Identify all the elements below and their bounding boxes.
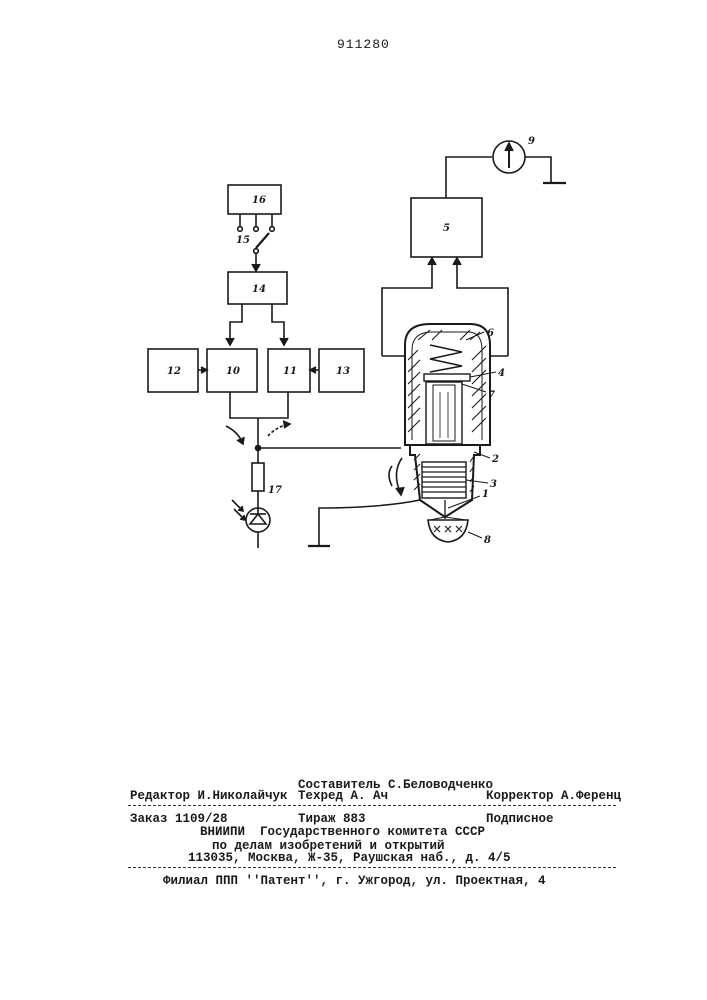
label-2: 2 — [491, 454, 499, 465]
org-line-1: ВНИИПИ Государственного комитета СССР — [200, 825, 485, 839]
label-14: 14 — [252, 284, 266, 295]
label-4: 4 — [498, 368, 505, 379]
corrector-line: Корректор А.Ференц — [486, 789, 621, 803]
label-10: 10 — [226, 366, 240, 377]
org-line-3: 113035, Москва, Ж-35, Раушская наб., д. … — [188, 851, 511, 865]
label-17: 17 — [268, 485, 282, 496]
techred-line: Техред А. Ач — [298, 789, 388, 803]
divider-bottom — [128, 867, 616, 868]
label-9: 9 — [528, 136, 535, 147]
label-6: 6 — [487, 328, 494, 339]
subscription-line: Подписное — [486, 812, 554, 826]
sensor-probe — [382, 324, 508, 542]
label-16: 16 — [252, 195, 266, 206]
divider-top — [128, 805, 616, 806]
label-5: 5 — [443, 223, 450, 234]
circuit-diagram: 16 15 14 12 10 11 13 — [0, 0, 707, 620]
editor-line: Редактор И.Николайчук — [130, 789, 288, 803]
photodiode — [232, 500, 270, 548]
label-11: 11 — [283, 366, 297, 377]
label-8: 8 — [484, 535, 491, 546]
label-1: 1 — [482, 489, 489, 500]
resistor-17 — [252, 463, 264, 491]
label-15: 15 — [236, 235, 250, 246]
workpiece-8 — [428, 520, 468, 542]
label-7: 7 — [488, 390, 495, 401]
label-3: 3 — [490, 479, 497, 490]
branch-line: Филиал ППП ''Патент'', г. Ужгород, ул. П… — [163, 874, 546, 888]
circulation-line: Тираж 883 — [298, 812, 366, 826]
order-line: Заказ 1109/28 — [130, 812, 228, 826]
label-13: 13 — [336, 366, 350, 377]
label-12: 12 — [167, 366, 181, 377]
